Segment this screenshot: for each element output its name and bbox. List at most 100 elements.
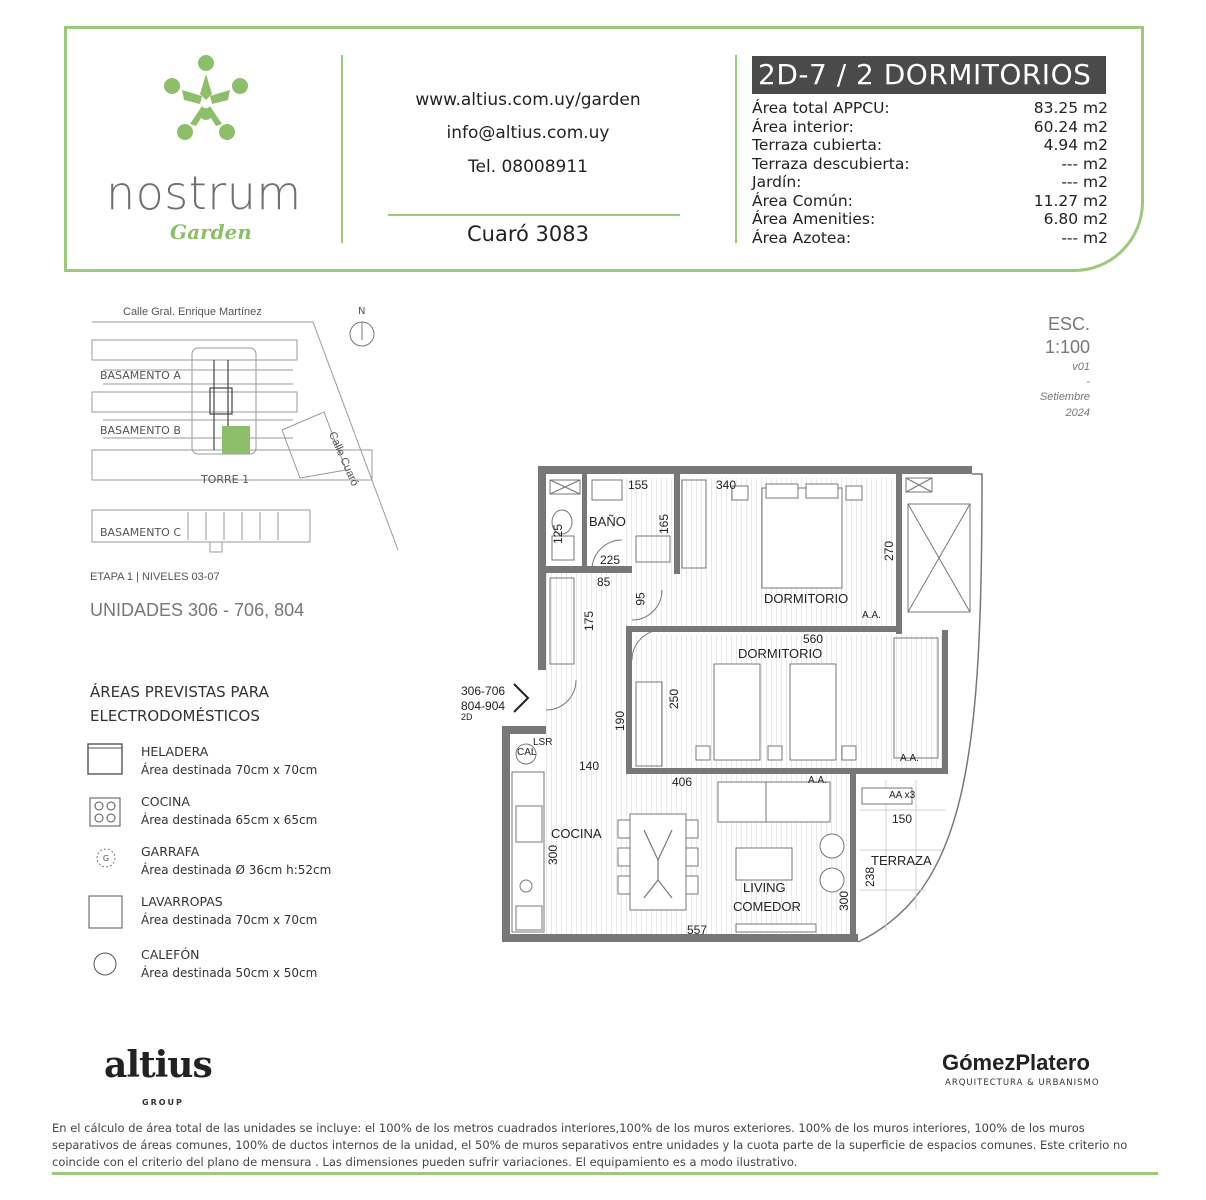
dimension: 150 bbox=[892, 812, 913, 826]
area-label: Área total APPCU: bbox=[752, 99, 890, 117]
area-row: Área total APPCU: 83.25 m2 bbox=[752, 99, 1108, 118]
hall-floor bbox=[546, 570, 626, 770]
address: Cuaró 3083 bbox=[467, 222, 589, 246]
aa-tag: A.A. bbox=[862, 610, 881, 621]
lsr-tag: LSR bbox=[533, 737, 553, 748]
torre-label: TORRE 1 bbox=[201, 473, 250, 486]
bedroom-2-floor bbox=[632, 635, 942, 770]
area-label: Terraza cubierta: bbox=[752, 136, 883, 154]
nostrum-logo-icon bbox=[164, 55, 248, 140]
legend-title-line: ELECTRODOMÉSTICOS bbox=[90, 707, 260, 725]
area-value: 6.80 m2 bbox=[1043, 210, 1108, 228]
stove-icon bbox=[89, 797, 121, 827]
cal-tag: CAL bbox=[517, 747, 537, 758]
header-divider bbox=[341, 55, 343, 243]
room-label-dormitorio-1: DORMITORIO bbox=[764, 591, 849, 606]
website-link[interactable]: www.altius.com.uy/garden bbox=[415, 90, 641, 110]
aa-tag: A.A. bbox=[900, 753, 919, 764]
gomezplatero-sub: ARQUITECTURA & URBANISMO bbox=[945, 1078, 1100, 1088]
room-label-bano: BAÑO bbox=[589, 514, 626, 529]
area-row: Área Amenities: 6.80 m2 bbox=[752, 210, 1108, 229]
brand-sub: Garden bbox=[170, 220, 252, 244]
area-value: 60.24 m2 bbox=[1033, 117, 1108, 136]
unidades-label: UNIDADES 306 - 706, 804 bbox=[90, 600, 305, 620]
aa-tag: A.A. bbox=[808, 775, 827, 786]
room-label-comedor: COMEDOR bbox=[733, 899, 801, 914]
dimension: 270 bbox=[882, 540, 897, 562]
unit-title: 2D-7 / 2 DORMITORIOS bbox=[752, 56, 1106, 94]
room-label-living: LIVING bbox=[743, 880, 786, 895]
area-label: Área Amenities: bbox=[752, 210, 876, 228]
version-dash: - bbox=[1086, 376, 1090, 388]
etapa-label: ETAPA 1 | NIVELES 03-07 bbox=[90, 571, 220, 583]
basamento-b-label: BASAMENTO B bbox=[100, 424, 181, 437]
altius-sub: GROUP bbox=[142, 1098, 184, 1107]
dimension: 155 bbox=[628, 478, 649, 492]
area-label: Jardín: bbox=[752, 173, 802, 191]
dimension: 340 bbox=[716, 478, 737, 492]
dimension: 238 bbox=[863, 866, 878, 888]
legend-title-line: ÁREAS PREVISTAS PARA bbox=[90, 683, 269, 701]
altius-logo: altius bbox=[104, 1044, 213, 1086]
date-month: Setiembre bbox=[1039, 391, 1090, 403]
header-divider-2 bbox=[735, 55, 737, 243]
heater-icon bbox=[93, 952, 117, 976]
dimension: 560 bbox=[803, 632, 824, 646]
dimension: 406 bbox=[672, 775, 693, 789]
dimension: 225 bbox=[600, 553, 621, 567]
area-row: Área Común: 11.27 m2 bbox=[752, 192, 1108, 211]
entry-label: 2D bbox=[461, 712, 473, 722]
legend-title: ÁREAS PREVISTAS PARA ELECTRODOMÉSTICOS bbox=[90, 680, 269, 728]
area-value: --- m2 bbox=[1061, 228, 1108, 247]
brand-name: nostrum bbox=[106, 166, 302, 220]
area-row: Terraza descubierta: --- m2 bbox=[752, 155, 1108, 174]
legend-item-desc: Área destinada 65cm x 65cm bbox=[141, 813, 318, 827]
version: v01 bbox=[1072, 361, 1090, 373]
dimension: 300 bbox=[837, 890, 852, 912]
dimension: 125 bbox=[551, 523, 566, 545]
area-value: 4.94 m2 bbox=[1043, 136, 1108, 154]
fridge-icon bbox=[87, 743, 123, 775]
area-label: Área Azotea: bbox=[752, 228, 852, 247]
area-row: Área Azotea: --- m2 bbox=[752, 229, 1108, 248]
entry-label: 804-904 bbox=[461, 699, 506, 713]
area-label: Área Común: bbox=[752, 191, 853, 210]
scale-ratio: 1:100 bbox=[1044, 337, 1090, 357]
legend-item-desc: Área destinada 70cm x 70cm bbox=[141, 763, 318, 777]
scale-label: ESC. bbox=[1047, 314, 1090, 334]
room-label-terraza: TERRAZA bbox=[871, 853, 932, 868]
north-label: N bbox=[358, 306, 366, 317]
dimension: 300 bbox=[546, 844, 561, 866]
dimension: 557 bbox=[687, 923, 708, 937]
room-label-cocina: COCINA bbox=[551, 826, 602, 841]
legend-item-desc: Área destinada 70cm x 70cm bbox=[141, 913, 318, 927]
unit-location-marker bbox=[222, 426, 250, 454]
bedroom-1-floor bbox=[626, 478, 896, 626]
phone-link[interactable]: Tel. 08008911 bbox=[467, 157, 588, 177]
aa-tag: AA x3 bbox=[889, 790, 916, 801]
svg-text:G: G bbox=[103, 854, 109, 863]
footer-rule bbox=[52, 1172, 1158, 1175]
area-value: 11.27 m2 bbox=[1033, 191, 1108, 210]
dimension: 165 bbox=[657, 513, 672, 535]
dimension: 85 bbox=[597, 575, 611, 589]
area-label: Terraza descubierta: bbox=[752, 154, 910, 173]
footnote: En el cálculo de área total de las unida… bbox=[52, 1121, 1128, 1169]
date-year: 2024 bbox=[1065, 407, 1090, 419]
legend-item-name: LAVARROPAS bbox=[141, 894, 223, 909]
street-top-label: Calle Gral. Enrique Martínez bbox=[123, 306, 262, 318]
legend-item-name: HELADERA bbox=[141, 744, 209, 759]
dimension: 140 bbox=[579, 759, 600, 773]
basamento-a-label: BASAMENTO A bbox=[100, 369, 181, 382]
area-row: Jardín:--- m2 bbox=[752, 173, 1108, 192]
legend-item-desc: Área destinada 50cm x 50cm bbox=[141, 966, 318, 980]
area-value: 83.25 m2 bbox=[1033, 99, 1108, 117]
area-value: --- m2 bbox=[1061, 154, 1108, 173]
legend-item-name: CALEFÓN bbox=[141, 947, 200, 962]
dimension: 175 bbox=[582, 610, 597, 632]
contact-divider bbox=[388, 214, 680, 216]
area-row: Área interior:60.24 m2 bbox=[752, 118, 1108, 137]
floor-plan bbox=[502, 466, 983, 943]
email-link[interactable]: info@altius.com.uy bbox=[446, 123, 610, 143]
header-frame bbox=[64, 26, 1144, 272]
